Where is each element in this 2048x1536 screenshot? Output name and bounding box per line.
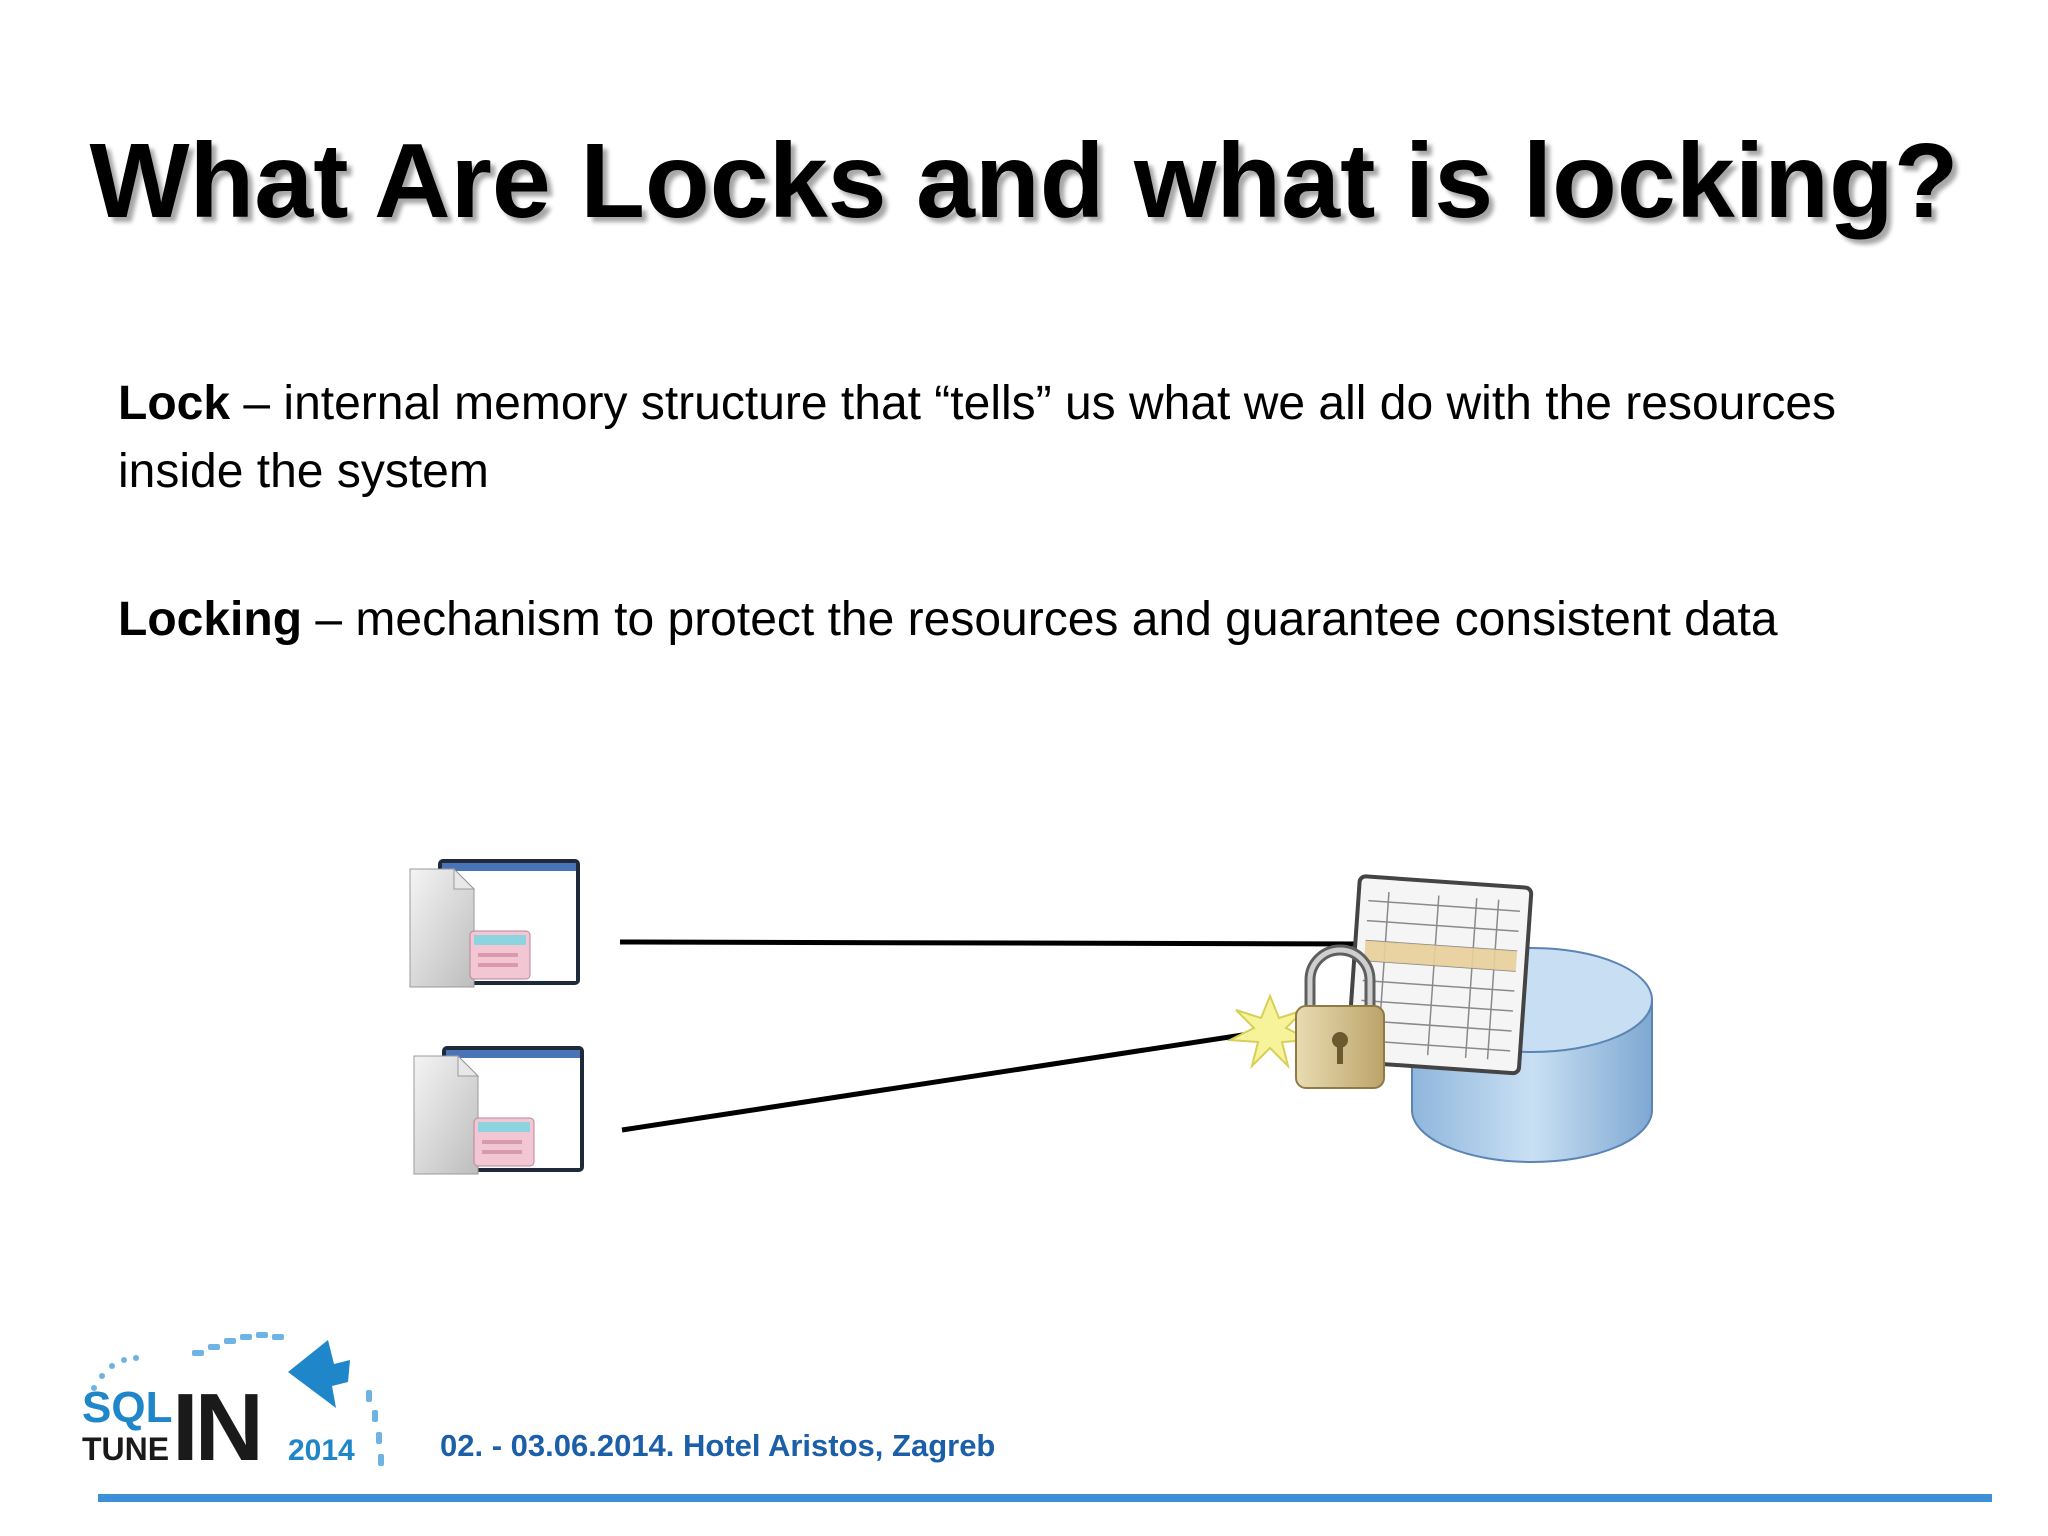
padlock-icon [1295,944,1385,1089]
locking-diagram [409,859,1653,1175]
logo-tune: TUNE [82,1431,169,1467]
logo-swoosh-dots [91,1332,384,1466]
connection-line-top [619,939,1369,947]
logo-sql: SQL [82,1383,172,1432]
locking-term: Locking [118,593,303,646]
lock-definition: Lock – internal memory structure that “t… [118,370,1958,506]
event-info: 02. - 03.06.2014. Hotel Aristos, Zagreb [440,1428,996,1463]
application-window-icon [409,859,580,988]
logo-in: IN [172,1374,260,1480]
locking-definition: Locking – mechanism to protect the resou… [118,586,1958,654]
logo-arrow-icon [288,1340,350,1408]
connection-line-bottom [621,1029,1263,1133]
logo-year: 2014 [288,1434,355,1467]
locking-description: – mechanism to protect the resources and… [302,593,1778,646]
slide-title: What Are Locks and what is locking? [89,122,1959,240]
sqltunein-logo: SQL TUNE IN 2014 [82,1332,384,1480]
footer-divider [98,1494,1992,1502]
application-window-icon [413,1046,584,1175]
lock-term: Lock [118,377,231,430]
lock-description: – internal memory structure that “tells”… [118,377,1837,498]
data-table-icon [1345,874,1534,1076]
